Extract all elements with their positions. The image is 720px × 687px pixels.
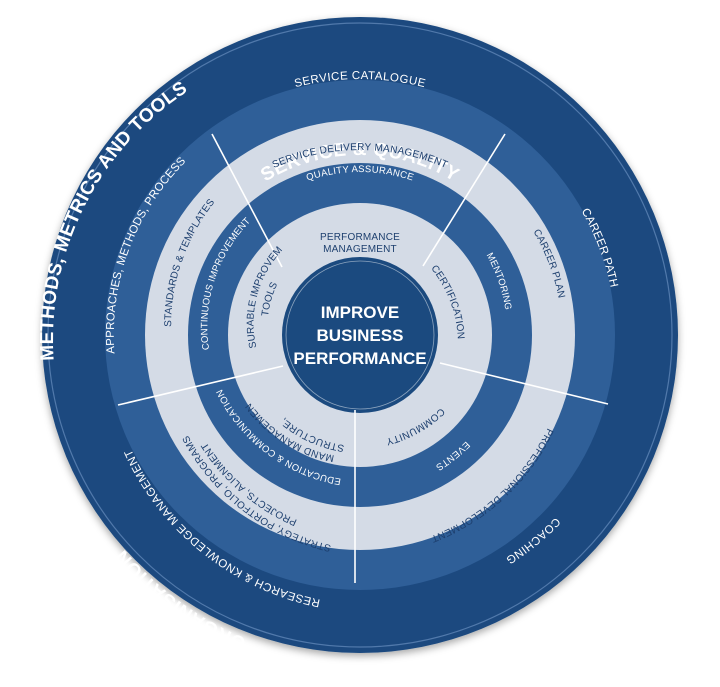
- center-title-line2: BUSINESS: [317, 326, 404, 345]
- center-title-line1: IMPROVE: [321, 303, 399, 322]
- ring4-label-performance-management-line1: PERFORMANCE: [320, 232, 400, 243]
- section-dividers: [117, 133, 609, 583]
- ring4-label-performance-management-line2: MANAGEMENT: [323, 244, 397, 255]
- center-circle: [282, 257, 438, 413]
- center-title-line3: PERFORMANCE: [293, 349, 426, 368]
